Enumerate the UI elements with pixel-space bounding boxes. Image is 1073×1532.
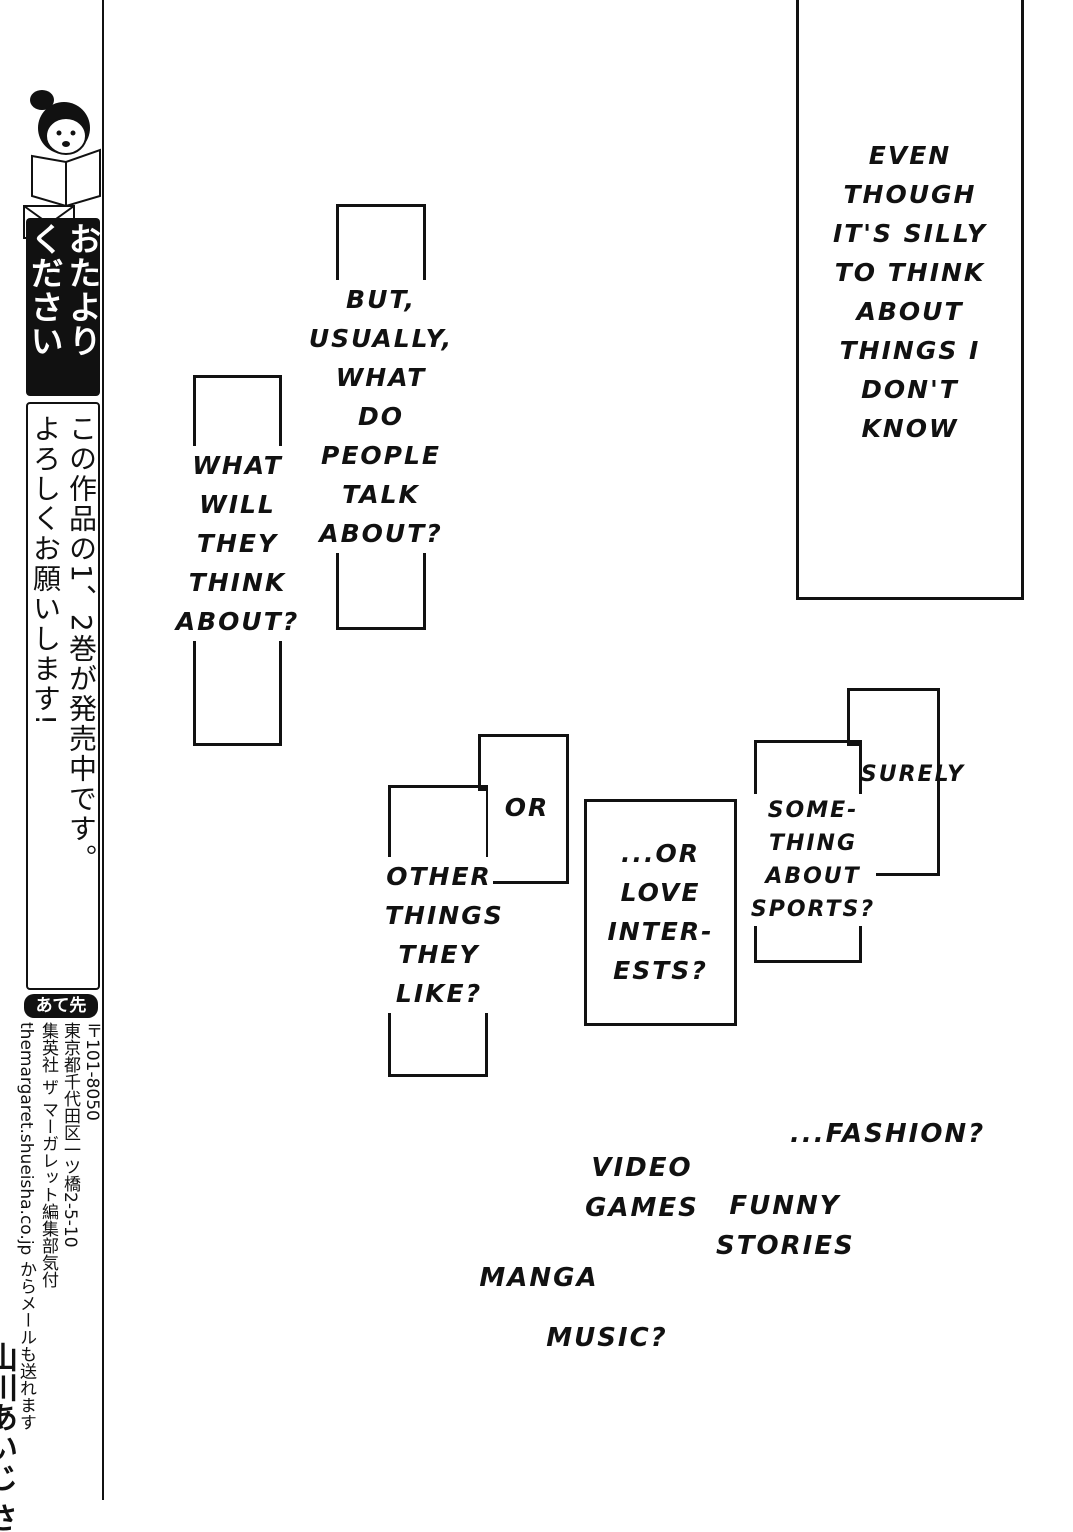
margin-notice-line: この作品の1、2巻が発売中です。 [65,414,98,874]
box-join-edge [847,743,859,746]
author-name: 山川あいじ さ [0,1342,17,1532]
address-line: 〒101-8050 [82,1022,102,1121]
margin-notice: この作品の1、2巻が発売中です。 よろしくお願いします! [26,402,100,990]
caption-surely: SURELY [860,762,966,787]
address-line: 東京都千代田区一ツ橋2-5-10 [60,1022,80,1248]
box-join-edge [478,788,488,791]
caption-box-or-upper [478,734,569,884]
caption-box-love-interests [584,799,737,1026]
mailing-address: 〒101-8050 東京都千代田区一ツ橋2-5-10 集英社 ザ マーガレット編… [0,1022,102,1532]
address-line: themargaret.shueisha.co.jp からメールも送れます [16,1022,36,1431]
box-join-mask [482,788,486,880]
word-video-games: VIDEO GAMES [585,1153,699,1223]
address-line: 集英社 ザ マーガレット編集部気付 [38,1022,58,1288]
address-label: あて先 [24,994,98,1018]
manga-page: おたより ください この作品の1、2巻が発売中です。 よろしくお願いします! あ… [0,0,1024,1532]
caption-something-sports: SOME- THING ABOUT SPORTS? [750,794,876,926]
caption-even-though: EVEN THOUGH IT'S SILLY TO THINK ABOUT TH… [832,141,988,443]
word-fashion: ...FASHION? [790,1119,986,1149]
caption-love-interests: ...OR LOVE INTER- ESTS? [607,839,714,985]
word-music: MUSIC? [546,1323,668,1353]
margin-divider [102,0,104,1500]
caption-what-will: WHAT WILL THEY THINK ABOUT? [174,446,301,641]
caption-but-usually: BUT, USUALLY, WHAT DO PEOPLE TALK ABOUT? [308,280,454,553]
margin-title-line: ください [25,222,64,358]
caption-or: OR [504,793,550,822]
caption-box-even-though [796,0,1024,600]
caption-other-things: OTHER THINGS THEY LIKE? [385,857,502,1013]
margin-title-line: おたより [63,222,102,358]
word-manga: MANGA [479,1263,599,1293]
margin-title-banner: おたより ください [25,218,102,396]
word-funny-stories: FUNNY STORIES [716,1191,855,1261]
margin-notice-line: よろしくお願いします! [29,414,62,728]
